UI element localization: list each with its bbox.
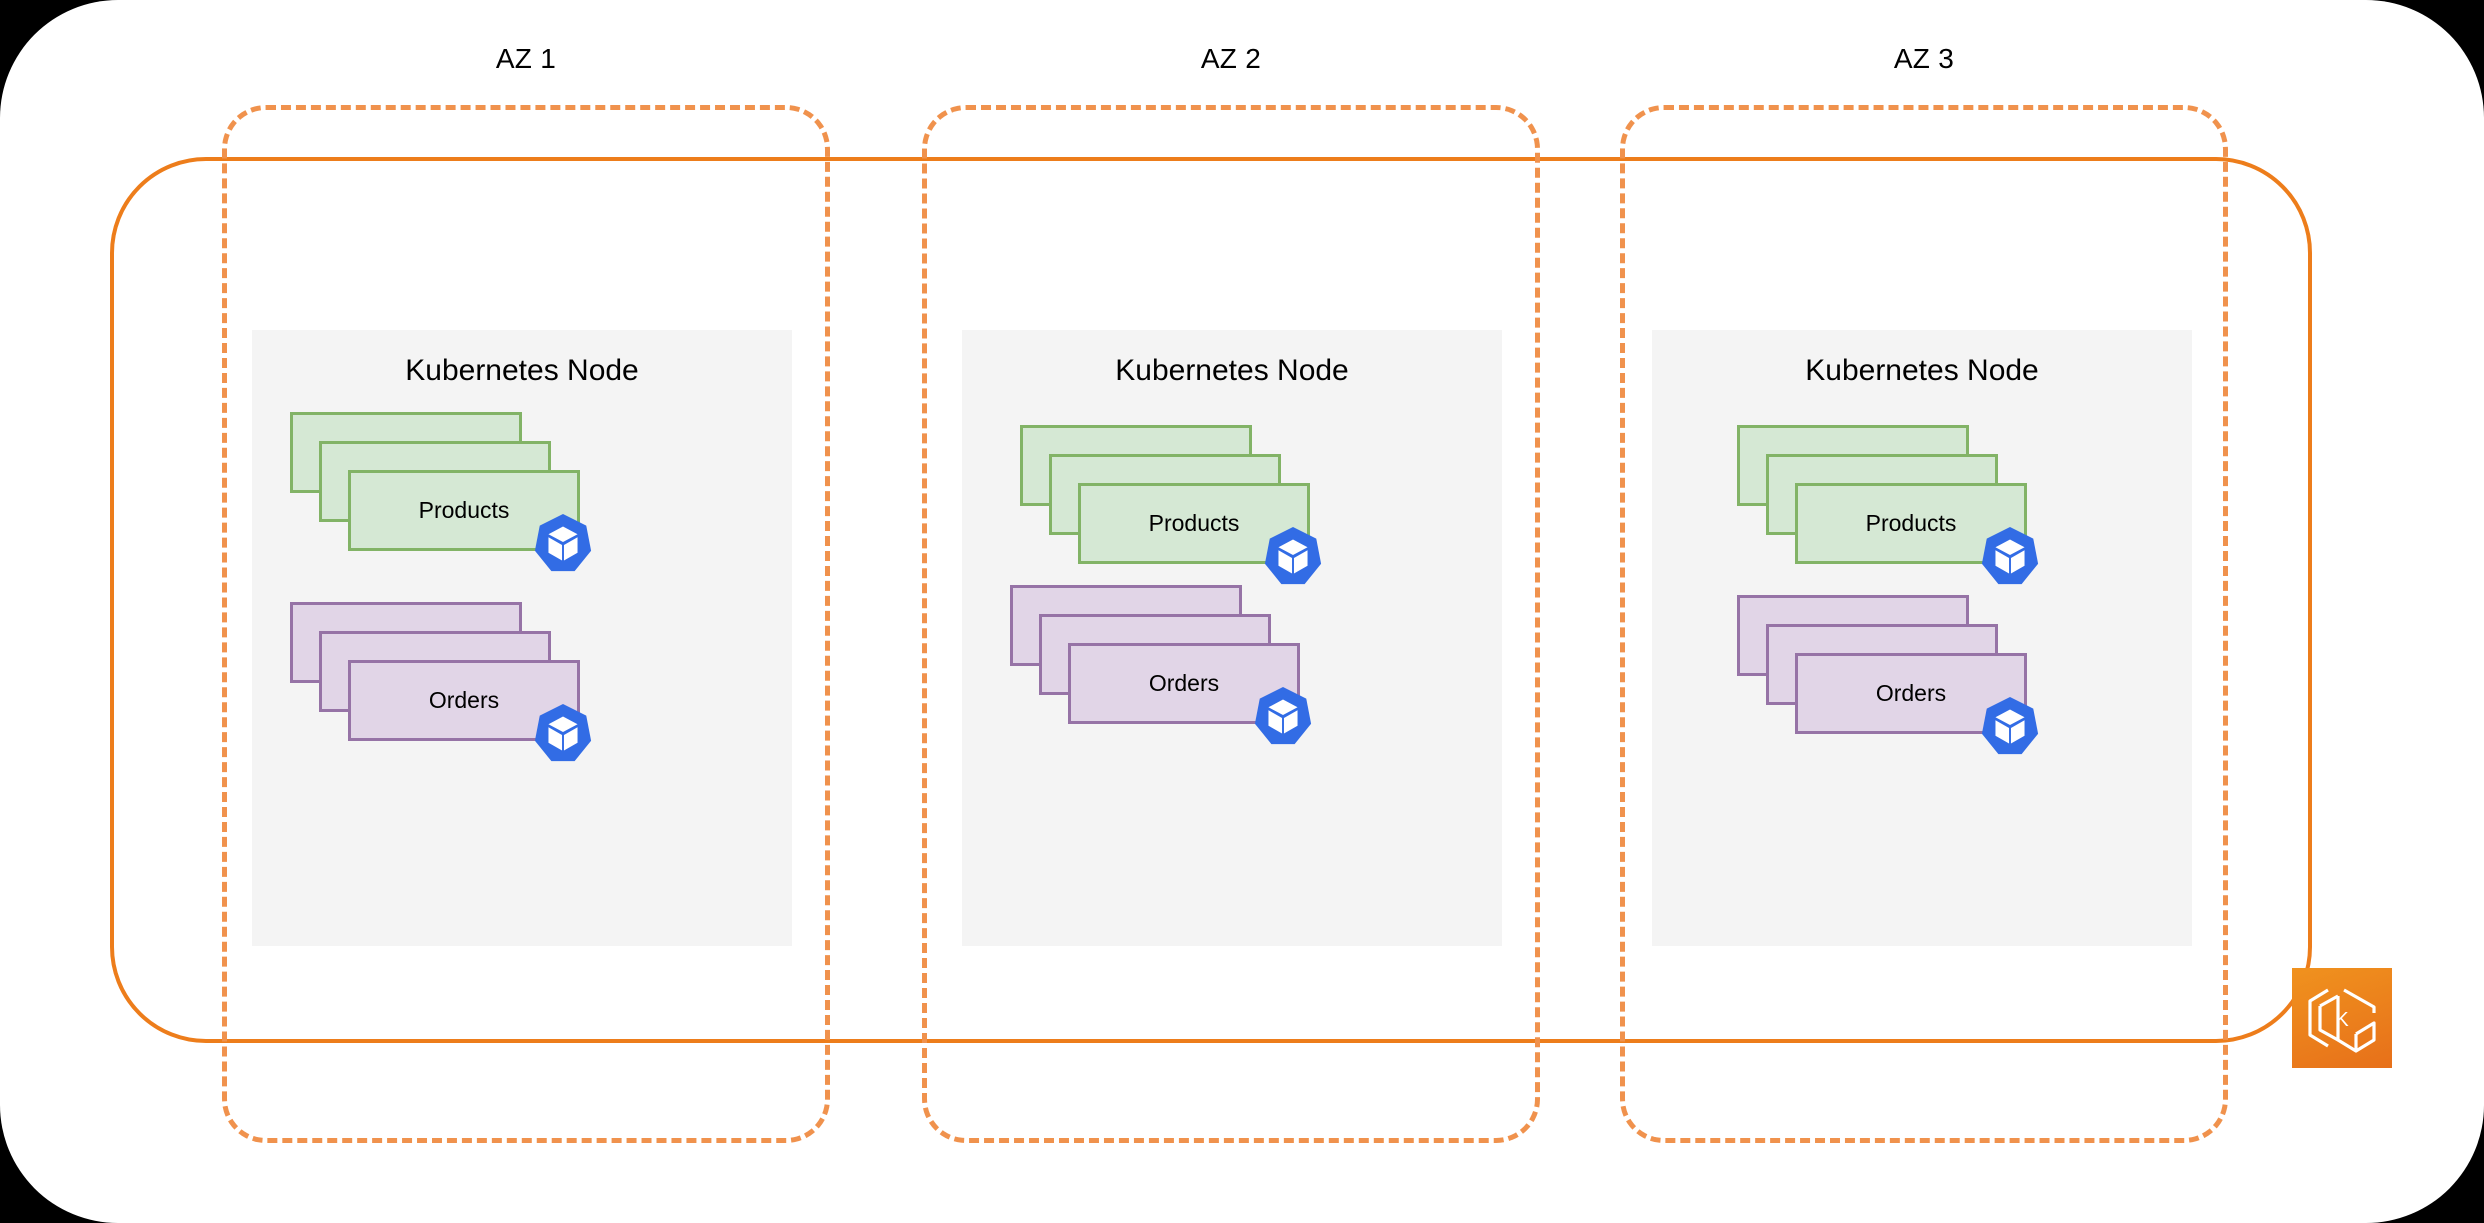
kubernetes-node-panel-2: Kubernetes Node Products Orders bbox=[962, 330, 1502, 946]
eks-hexagon-icon: K bbox=[2308, 988, 2376, 1053]
pod-stack-products-az2[interactable]: Products bbox=[1020, 425, 1322, 585]
node-title-3: Kubernetes Node bbox=[1805, 354, 2039, 387]
kubernetes-node-panel-1: Kubernetes Node Products Orders bbox=[252, 330, 792, 946]
pod-stack-orders-az3[interactable]: Orders bbox=[1737, 595, 2039, 755]
kubernetes-icon bbox=[532, 702, 594, 764]
az-2-dashed-boundary bbox=[922, 105, 1540, 1143]
az-1-label: AZ 1 bbox=[495, 43, 557, 74]
pod-stack-products-az1[interactable]: Products bbox=[290, 412, 592, 572]
kubernetes-icon bbox=[1252, 685, 1314, 747]
availability-zone-3: AZ 3 bbox=[1620, 43, 2228, 1143]
vpc-cluster-boundary bbox=[110, 157, 2312, 1043]
eks-logo-badge: K bbox=[2292, 968, 2392, 1068]
kubernetes-icon bbox=[1262, 525, 1324, 587]
pod-stack-orders-az1[interactable]: Orders bbox=[290, 602, 592, 762]
node-title-2: Kubernetes Node bbox=[1115, 354, 1349, 387]
eks-letter: K bbox=[2335, 1009, 2349, 1031]
az-3-label: AZ 3 bbox=[1893, 43, 1955, 74]
availability-zone-2: AZ 2 bbox=[922, 43, 1540, 1143]
pod-stack-orders-az2[interactable]: Orders bbox=[1010, 585, 1312, 745]
kubernetes-icon bbox=[1979, 695, 2041, 757]
az-2-label: AZ 2 bbox=[1200, 43, 1262, 74]
az-3-dashed-boundary bbox=[1620, 105, 2228, 1143]
pod-stack-products-az3[interactable]: Products bbox=[1737, 425, 2039, 585]
node-title-1: Kubernetes Node bbox=[405, 354, 639, 387]
availability-zone-1: AZ 1 bbox=[222, 43, 830, 1143]
kubernetes-icon bbox=[1979, 525, 2041, 587]
az-1-dashed-boundary bbox=[222, 105, 830, 1143]
kubernetes-icon bbox=[532, 512, 594, 574]
kubernetes-node-panel-3: Kubernetes Node Products Orders bbox=[1652, 330, 2192, 946]
